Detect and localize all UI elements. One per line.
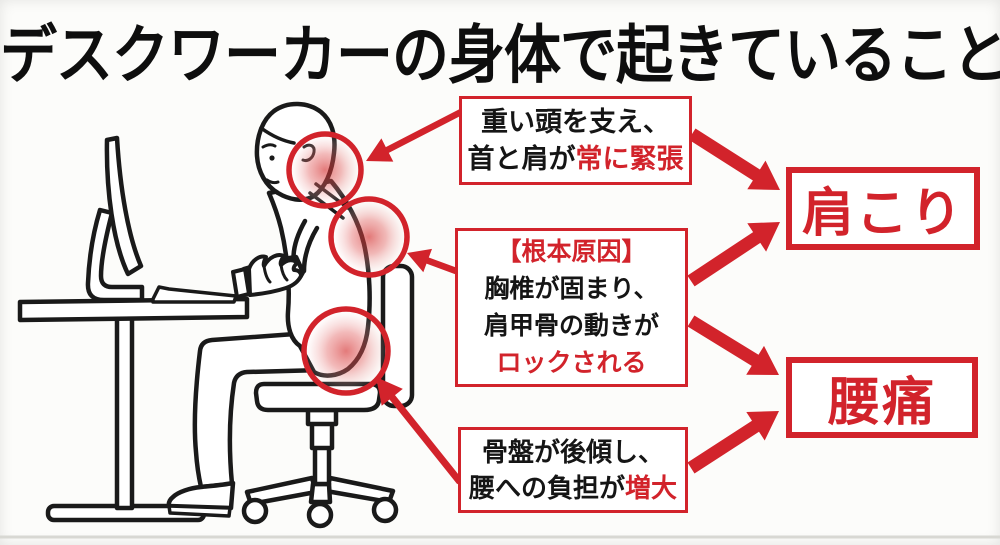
finger-lines — [262, 263, 289, 284]
callout-root-cause-line2: 肩甲骨の動きが — [483, 311, 659, 340]
leg — [192, 329, 325, 490]
pain-circle-lower-back — [301, 306, 391, 396]
callout-root-cause: 【根本原因】 胸椎が固まり、 肩甲骨の動きが ロックされる — [455, 228, 688, 387]
arrow-pelvisbox-to-back-result — [687, 411, 779, 474]
result-box-shoulder-stiffness: 肩こり — [786, 167, 980, 250]
callout-line: 重い頭を支え、 — [481, 104, 670, 141]
monitor — [104, 135, 144, 277]
desk-leg — [114, 313, 135, 511]
callout-neck-line2: 首と肩が — [467, 143, 576, 174]
page-title: デスクワーカーの身体で起きていること — [0, 19, 1000, 92]
arrow-rootbox-to-shoulder-result — [687, 222, 780, 287]
callout-line: 腰への負担が増大 — [469, 470, 677, 506]
chair-cylinder-lower — [312, 443, 332, 487]
chair-wheel — [371, 496, 399, 524]
chair-wheel — [241, 497, 269, 525]
chair-wheel — [306, 501, 334, 529]
keyboard — [151, 285, 238, 304]
callout-neck-tension: 重い頭を支え、 首と肩が常に緊張 — [459, 96, 692, 185]
callout-root-cause-line3-highlight: ロックされる — [496, 348, 647, 377]
shoe — [166, 480, 236, 511]
arrow-neckbox-to-shoulder-result — [688, 128, 780, 190]
arrow-layer — [366, 109, 780, 485]
pain-highlights — [286, 131, 410, 396]
callout-neck-line1: 重い頭を支え、 — [481, 106, 670, 137]
mouth — [265, 178, 280, 185]
callout-line: 首と肩が常に緊張 — [468, 141, 684, 178]
eyebrow — [261, 143, 277, 149]
pain-circle-shoulder-blade — [328, 196, 410, 278]
chair-base-leg-center — [308, 481, 333, 505]
callout-pelvis-line2: 腰への負担が — [468, 473, 625, 503]
callout-pelvis-tilt: 骨盤が後傾し、 腰への負担が増大 — [458, 427, 688, 513]
arrow-pelvisbox-to-lower-back — [376, 377, 463, 485]
monitor-stand — [85, 207, 145, 303]
result-box-lower-back-pain: 腰痛 — [786, 357, 978, 438]
pain-circle-neck — [286, 131, 364, 209]
shoe-sole — [167, 504, 232, 518]
eye — [269, 155, 275, 161]
arrow-neckbox-to-neck — [366, 109, 463, 162]
shirt-cuff — [231, 267, 251, 299]
result-back-label: 腰痛 — [827, 374, 936, 432]
callout-root-cause-heading: 【根本原因】 — [496, 237, 647, 266]
result-shoulder-label: 肩こり — [801, 185, 964, 243]
arrow-rootbox-to-shoulder-blade — [407, 248, 458, 275]
hair-fringe — [259, 126, 296, 145]
callout-pelvis-line1: 骨盤が後傾し、 — [481, 437, 664, 467]
hand — [247, 253, 303, 297]
arrow-rootbox-to-back-result — [687, 315, 779, 375]
callout-neck-line2-highlight: 常に緊張 — [575, 143, 684, 174]
desk — [17, 135, 250, 523]
callout-root-cause-line1: 胸椎が固まり、 — [484, 274, 659, 303]
callout-pelvis-line2-highlight: 増大 — [625, 473, 678, 503]
